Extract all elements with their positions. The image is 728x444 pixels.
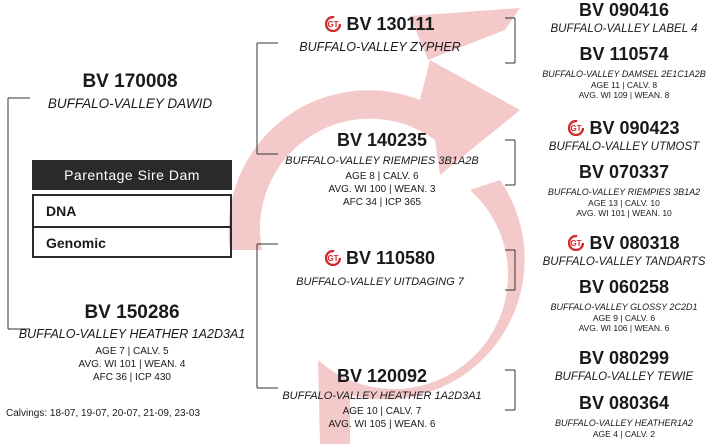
legend-row-dna: DNA	[46, 203, 77, 219]
ssd-stat: AGE 11 | CALV. 8	[590, 80, 658, 90]
legend-header: Parentage Sire Dam	[32, 160, 232, 190]
dam-dam-card[interactable]: BV 120092 BUFFALO-VALLEY HEATHER 1A2D3A1…	[262, 366, 502, 431]
sire-dam-card[interactable]: BV 140235 BUFFALO-VALLEY RIEMPIES 3B1A2B…	[262, 130, 502, 209]
sire-sire-id: BV 130111	[346, 14, 435, 34]
lower-arrow	[318, 180, 525, 444]
sire-dam-name: BUFFALO-VALLEY RIEMPIES 3B1A2B	[285, 155, 479, 167]
dds-card[interactable]: BV 080299 BUFFALO-VALLEY TEWIE	[520, 348, 728, 385]
dam-dam-stat: AGE 10 | CALV. 7	[342, 406, 422, 417]
ssd-card[interactable]: BV 110574 BUFFALO-VALLEY DAMSEL 2E1C1A2B…	[520, 44, 728, 100]
sdd-stat: AVG. WI 101 | WEAN. 10	[576, 208, 672, 218]
sire-dam-stat: AVG. WI 100 | WEAN. 3	[328, 184, 436, 195]
dam-sire-name: BUFFALO-VALLEY UITDAGING 7	[296, 276, 464, 288]
sire-dam-id: BV 140235	[336, 130, 428, 150]
dds-name: BUFFALO-VALLEY TEWIE	[554, 371, 694, 383]
upper-arrow	[228, 60, 520, 250]
sire-dam-stat: AFC 34 | ICP 365	[342, 197, 421, 208]
dam-sire-id: BV 110580	[345, 248, 436, 268]
sds-id: BV 090423	[589, 118, 680, 138]
dss-name: BUFFALO-VALLEY TANDARTS	[542, 256, 706, 268]
ssd-name: BUFFALO-VALLEY DAMSEL 2E1C1A2B	[542, 69, 706, 79]
dam-name: BUFFALO-VALLEY HEATHER 1A2D3A1	[18, 327, 246, 341]
sdd-id: BV 070337	[578, 162, 670, 182]
legend-row-genomic: Genomic	[34, 226, 230, 258]
ddd-name: BUFFALO-VALLEY HEATHER1A2	[554, 418, 694, 428]
dsd-stat: AVG. WI 106 | WEAN. 6	[578, 323, 670, 333]
dam-id: BV 150286	[84, 302, 180, 323]
sire-card[interactable]: BV 170008 BUFFALO-VALLEY DAWID	[20, 71, 240, 112]
dss-id: BV 080318	[589, 233, 680, 253]
sss-card[interactable]: BV 090416 BUFFALO-VALLEY LABEL 4	[520, 0, 728, 37]
dds-id: BV 080299	[578, 348, 670, 368]
sire-name: BUFFALO-VALLEY DAWID	[47, 96, 213, 111]
dam-dam-id: BV 120092	[336, 366, 428, 386]
dam-stat: AFC 36 | ICP 430	[92, 372, 171, 383]
dam-sire-card[interactable]: BV 110580 BUFFALO-VALLEY UITDAGING 7	[270, 248, 490, 290]
dsd-stat: AGE 9 | CALV. 6	[592, 313, 656, 323]
ddd-id: BV 080364	[578, 393, 670, 413]
dsd-card[interactable]: BV 060258 BUFFALO-VALLEY GLOSSY 2C2D1 AG…	[520, 277, 728, 333]
legend-box: DNA Genomic	[32, 194, 232, 258]
sds-name: BUFFALO-VALLEY UTMOST	[548, 141, 700, 153]
sss-name: BUFFALO-VALLEY LABEL 4	[550, 23, 698, 35]
dam-dam-name: BUFFALO-VALLEY HEATHER 1A2D3A1	[282, 390, 482, 402]
dam-dam-stat: AVG. WI 105 | WEAN. 6	[328, 419, 436, 430]
ddd-card[interactable]: BV 080364 BUFFALO-VALLEY HEATHER1A2 AGE …	[520, 393, 728, 439]
ssd-id: BV 110574	[579, 44, 669, 64]
sdd-card[interactable]: BV 070337 BUFFALO-VALLEY RIEMPIES 3B1A2 …	[520, 162, 728, 218]
sds-card[interactable]: BV 090423 BUFFALO-VALLEY UTMOST	[520, 118, 728, 155]
dam-calvings: Calvings: 18-07, 19-07, 20-07, 21-09, 23…	[6, 408, 201, 419]
genomic-tested-icon	[325, 16, 342, 32]
genomic-tested-icon	[324, 250, 341, 266]
sire-sire-name: BUFFALO-VALLEY ZYPHER	[299, 40, 461, 54]
genomic-tested-icon	[568, 235, 585, 251]
sire-id: BV 170008	[82, 71, 178, 92]
dsd-id: BV 060258	[578, 277, 670, 297]
upper-arrow-tail	[410, 8, 520, 60]
genomic-tested-icon	[568, 120, 585, 136]
sss-id: BV 090416	[578, 0, 670, 20]
dsd-name: BUFFALO-VALLEY GLOSSY 2C2D1	[550, 302, 698, 312]
sdd-name: BUFFALO-VALLEY RIEMPIES 3B1A2	[547, 187, 701, 197]
ddd-stat: AGE 4 | CALV. 2	[592, 429, 656, 439]
sire-sire-card[interactable]: BV 130111 BUFFALO-VALLEY ZYPHER	[270, 14, 490, 55]
ssd-stat: AVG. WI 109 | WEAN. 8	[578, 90, 670, 100]
sire-dam-stat: AGE 8 | CALV. 6	[345, 171, 419, 182]
dam-stat: AGE 7 | CALV. 5	[95, 346, 169, 357]
dam-card[interactable]: BV 150286 BUFFALO-VALLEY HEATHER 1A2D3A1…	[12, 303, 252, 384]
dss-card[interactable]: BV 080318 BUFFALO-VALLEY TANDARTS	[520, 233, 728, 270]
sdd-stat: AGE 13 | CALV. 10	[588, 198, 660, 208]
dam-stat: AVG. WI 101 | WEAN. 4	[78, 359, 186, 370]
